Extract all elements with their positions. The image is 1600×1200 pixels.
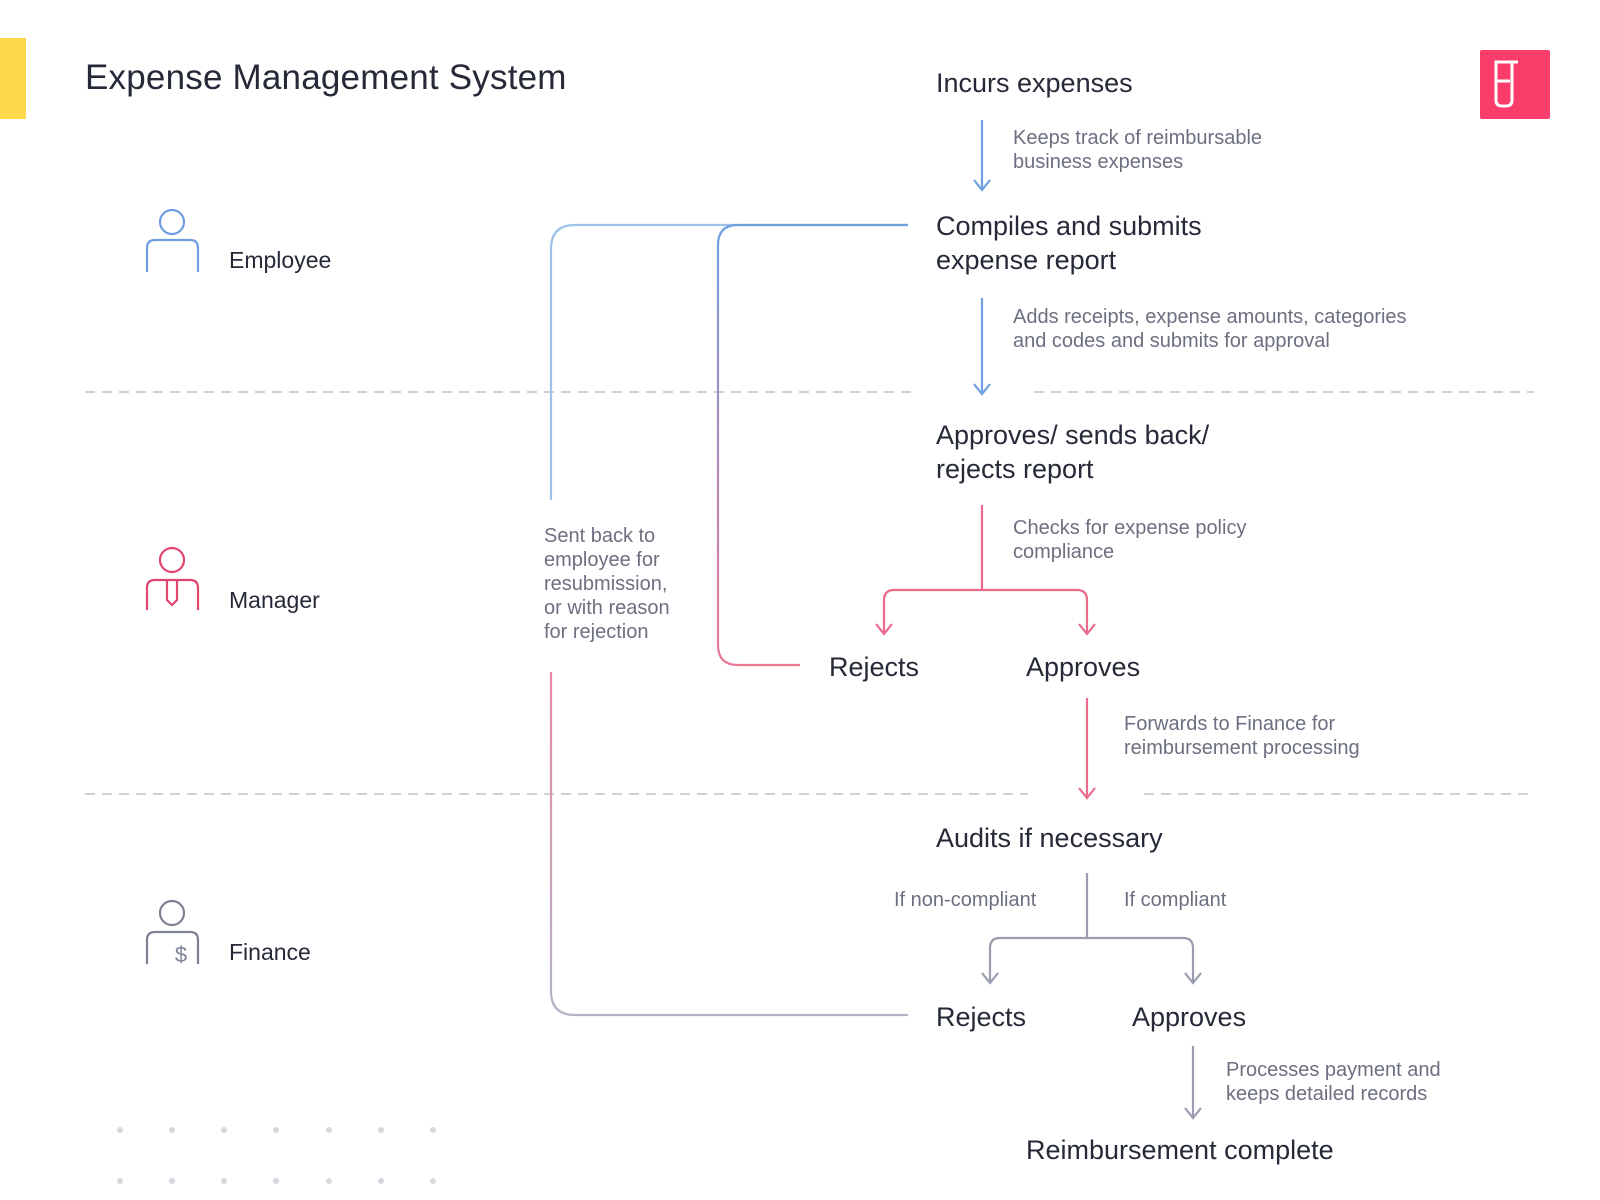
note-policy-compliance: Checks for expense policy compliance xyxy=(1013,517,1247,563)
step-incurs-expenses: Incurs expenses xyxy=(936,68,1133,98)
finance-split-arrows xyxy=(981,873,1202,985)
dollar-sign-icon: $ xyxy=(175,942,187,967)
brand-logo xyxy=(1480,50,1550,119)
finance-rejects: Rejects xyxy=(936,1002,1027,1032)
note-forwards-finance: Forwards to Finance for reimbursement pr… xyxy=(1124,713,1360,759)
label-compliant: If compliant xyxy=(1124,889,1227,911)
manager-person-tie-icon xyxy=(145,546,200,610)
finance-approves: Approves xyxy=(1132,1002,1247,1032)
role-label-manager: Manager xyxy=(229,587,320,613)
decorative-dot-grid xyxy=(117,1127,436,1184)
step-audits: Audits if necessary xyxy=(936,823,1163,853)
finance-person-dollar-icon xyxy=(145,899,200,964)
arrow-incurs-to-compiles xyxy=(973,120,991,192)
step-approves-report: Approves/ sends back/ rejects report xyxy=(936,420,1210,484)
arrow-compiles-to-approval xyxy=(973,298,991,396)
arrow-forward-to-finance xyxy=(1078,698,1096,800)
manager-split-arrows xyxy=(875,505,1096,636)
step-reimbursement-complete: Reimbursement complete xyxy=(1026,1135,1334,1165)
note-sent-back: Sent back to employee for resubmission, … xyxy=(544,525,670,643)
role-label-employee: Employee xyxy=(229,247,332,273)
accent-bar xyxy=(0,38,26,119)
employee-person-icon xyxy=(145,208,200,272)
manager-approves: Approves xyxy=(1026,652,1141,682)
step-compiles-report: Compiles and submits expense report xyxy=(936,211,1202,275)
send-back-line-bottom xyxy=(549,672,908,1017)
label-non-compliant: If non-compliant xyxy=(894,889,1037,911)
manager-reject-return-line xyxy=(716,223,908,667)
send-back-line-top xyxy=(549,223,908,500)
note-adds-receipts: Adds receipts, expense amounts, categori… xyxy=(1013,306,1407,352)
role-label-finance: Finance xyxy=(229,939,311,965)
manager-rejects: Rejects xyxy=(829,652,920,682)
arrow-to-complete xyxy=(1184,1046,1202,1120)
note-keeps-track: Keeps track of reimbursable business exp… xyxy=(1013,127,1263,173)
note-processes-payment: Processes payment and keeps detailed rec… xyxy=(1226,1059,1441,1105)
page-title: Expense Management System xyxy=(85,58,567,97)
